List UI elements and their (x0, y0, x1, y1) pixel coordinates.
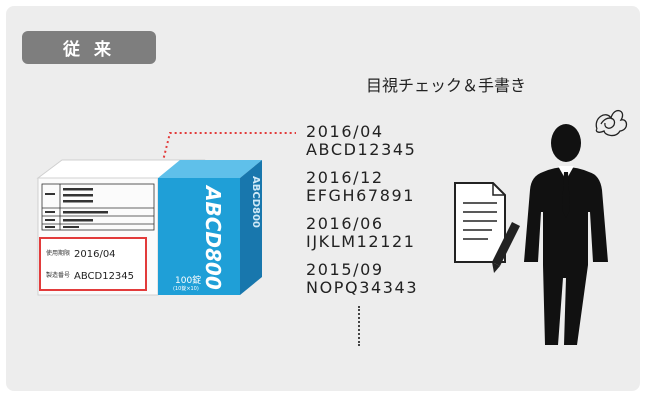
entry-date: 2016/04 (306, 122, 384, 141)
entry-code: IJKLM12121 (306, 232, 416, 251)
person-icon (524, 124, 608, 345)
category-tag: 従 来 (22, 31, 156, 64)
highlight-frame (39, 237, 147, 291)
document-icon (454, 182, 506, 263)
entry-date: 2016/06 (306, 214, 384, 233)
caption: 目視チェック＆手書き (366, 76, 527, 95)
list-item: 2016/04 ABCD12345 (306, 123, 418, 169)
worry-scribble-icon (595, 110, 628, 137)
person-head (551, 124, 581, 162)
pen-icon (492, 222, 520, 273)
medicine-box: 使用期限 2016/04 製造番号 ABCD12345 ABCD800 ABCD… (36, 159, 262, 296)
code-list: 2016/04 ABCD12345 2016/12 EFGH67891 2016… (306, 123, 418, 307)
tablet-count-sub: (10錠×10) (173, 285, 199, 292)
person-tie (562, 172, 570, 218)
tablet-count: 100錠 (175, 274, 201, 286)
box-blue-side (240, 160, 262, 295)
label-code: ABCD12345 (74, 271, 134, 282)
list-item: 2015/09 NOPQ34343 (306, 261, 418, 307)
entry-code: NOPQ34343 (306, 278, 419, 297)
list-item: 2016/12 EFGH67891 (306, 169, 418, 215)
list-item: 2016/06 IJKLM12121 (306, 215, 418, 261)
table-dots (45, 188, 108, 228)
entry-code: ABCD12345 (306, 140, 417, 159)
box-top-blue (158, 160, 262, 178)
continuation-dots (358, 306, 360, 346)
box-blue-front (158, 178, 240, 295)
brand-front: ABCD800 (201, 184, 225, 290)
info-table (41, 183, 155, 231)
expiry-label: 使用期限 (46, 249, 70, 257)
lot-label: 製造番号 (46, 271, 70, 279)
entry-date: 2015/09 (306, 260, 384, 279)
person-body (524, 167, 608, 345)
entry-code: EFGH67891 (306, 186, 416, 205)
entry-date: 2016/12 (306, 168, 384, 187)
label-date: 2016/04 (74, 249, 116, 260)
brand-side: ABCD800 (250, 176, 261, 228)
